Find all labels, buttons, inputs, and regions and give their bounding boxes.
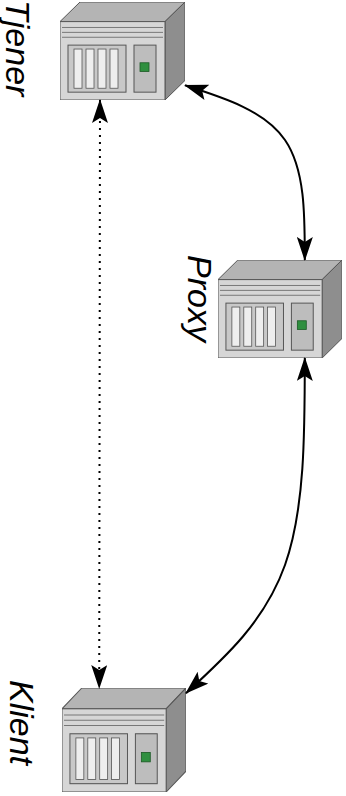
drive-slot xyxy=(232,307,240,346)
server-icon xyxy=(60,2,185,100)
server-side xyxy=(166,688,186,792)
drive-bay xyxy=(68,45,126,92)
connector-arrow xyxy=(98,100,101,688)
status-led xyxy=(141,752,150,761)
vent-line xyxy=(62,37,163,38)
drive-bay xyxy=(226,303,284,350)
drive-slot xyxy=(110,49,118,88)
server-front xyxy=(60,22,165,100)
drive-slot xyxy=(74,49,82,88)
drive-slot xyxy=(112,738,120,780)
server-icon xyxy=(62,688,186,792)
control-panel xyxy=(134,45,156,92)
node-label: Klient xyxy=(4,680,40,765)
control-panel xyxy=(135,734,157,784)
status-led xyxy=(140,63,149,72)
drive-slot xyxy=(100,738,108,780)
vent-line xyxy=(64,715,164,716)
server-side xyxy=(165,2,185,100)
drive-slot xyxy=(98,49,106,88)
server-top xyxy=(60,2,185,22)
vent-line xyxy=(220,295,320,296)
server-node: Tjener xyxy=(60,2,185,100)
server-node: Klient xyxy=(62,688,186,792)
drive-slot xyxy=(256,307,264,346)
server-front xyxy=(62,709,166,792)
connector-arrow xyxy=(185,85,305,260)
vent-line xyxy=(64,725,164,726)
control-panel xyxy=(291,303,313,350)
vent-line xyxy=(62,32,163,33)
server-top xyxy=(62,688,186,709)
drive-slot xyxy=(268,307,276,346)
server-icon xyxy=(218,260,342,358)
drive-slot xyxy=(76,738,84,780)
status-led xyxy=(297,321,306,330)
drive-bay xyxy=(70,734,128,784)
server-front xyxy=(218,280,322,358)
server-node: Proxy xyxy=(218,260,342,358)
vent-line xyxy=(64,720,164,721)
vent-line xyxy=(62,27,163,28)
node-label: Tjener xyxy=(0,0,36,96)
node-label: Proxy xyxy=(182,255,218,342)
server-side xyxy=(322,260,342,358)
drive-slot xyxy=(88,738,96,780)
drive-slot xyxy=(244,307,252,346)
server-top xyxy=(218,260,342,280)
connector-arrow xyxy=(186,358,305,693)
vent-line xyxy=(220,285,320,286)
drive-slot xyxy=(86,49,94,88)
vent-line xyxy=(220,290,320,291)
